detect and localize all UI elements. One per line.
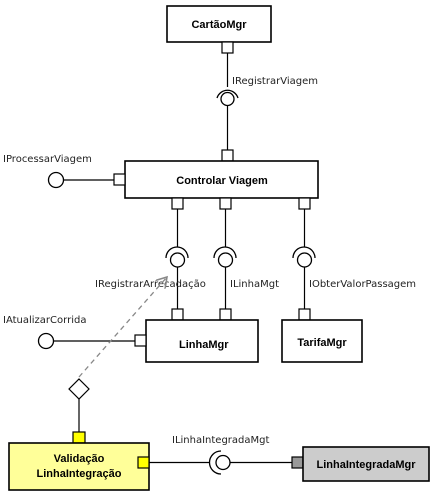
obter-valor-passagem-label: IObterValorPassagem	[309, 279, 416, 290]
controlar-viagem-port-arrecadacao	[171, 197, 184, 210]
controlar-viagem-port-left	[113, 173, 126, 186]
linha-mgr-port-linha	[219, 308, 232, 321]
cartao-mgr-component[interactable]: CartãoMgr	[166, 5, 272, 43]
dependency-diamond	[68, 378, 90, 400]
linha-mgt-interface	[213, 246, 237, 268]
registrar-arrecadacao-interface	[165, 246, 189, 268]
processar-viagem-interface	[47, 171, 65, 189]
validacao-label-line1: Validação	[54, 453, 105, 465]
controlar-viagem-port-linha	[219, 197, 232, 210]
validacao-port-top	[72, 431, 86, 444]
controlar-viagem-label: Controlar Viagem	[176, 175, 268, 187]
linha-integrada-mgt-interface	[208, 450, 231, 475]
linha-integrada-mgr-label: LinhaIntegradaMgr	[316, 459, 416, 471]
registrar-viagem-interface	[216, 89, 239, 107]
linha-integrada-mgr-component[interactable]: LinhaIntegradaMgr	[302, 446, 430, 482]
controlar-viagem-component[interactable]: Controlar Viagem	[124, 160, 319, 199]
cartao-mgr-label: CartãoMgr	[191, 19, 247, 31]
registrar-viagem-label: IRegistrarViagem	[232, 76, 318, 87]
processar-viagem-label: IProcessarViagem	[3, 154, 92, 165]
linha-mgr-port-left	[134, 334, 147, 347]
registrar-arrecadacao-label: IRegistrarArrecadação	[95, 279, 206, 290]
obter-valor-passagem-interface	[292, 246, 316, 268]
atualizar-corrida-interface	[37, 332, 55, 350]
dependency-arrow	[78, 277, 167, 378]
cartao-mgr-port	[221, 41, 234, 54]
linha-integrada-mgr-port	[291, 456, 304, 469]
tarifa-mgr-label: TarifaMgr	[297, 337, 347, 349]
tarifa-mgr-component[interactable]: TarifaMgr	[281, 319, 363, 363]
linha-integrada-mgt-label: ILinhaIntegradaMgt	[172, 435, 270, 446]
linha-mgt-label: ILinhaMgt	[230, 279, 279, 290]
controlar-viagem-port-top	[221, 149, 234, 162]
validacao-label-line2: LinhaIntegração	[37, 468, 122, 480]
controlar-viagem-port-tarifa	[298, 197, 311, 210]
tarifa-mgr-port	[298, 308, 311, 321]
atualizar-corrida-label: IAtualizarCorrida	[3, 315, 86, 326]
validacao-port-right	[137, 456, 150, 469]
linha-mgr-component[interactable]: LinhaMgr	[145, 319, 259, 363]
validacao-linha-integracao-component[interactable]: Validação LinhaIntegração	[8, 442, 150, 491]
linha-mgr-label: LinhaMgr	[179, 339, 229, 351]
linha-mgr-port-arrecadacao	[171, 308, 184, 321]
